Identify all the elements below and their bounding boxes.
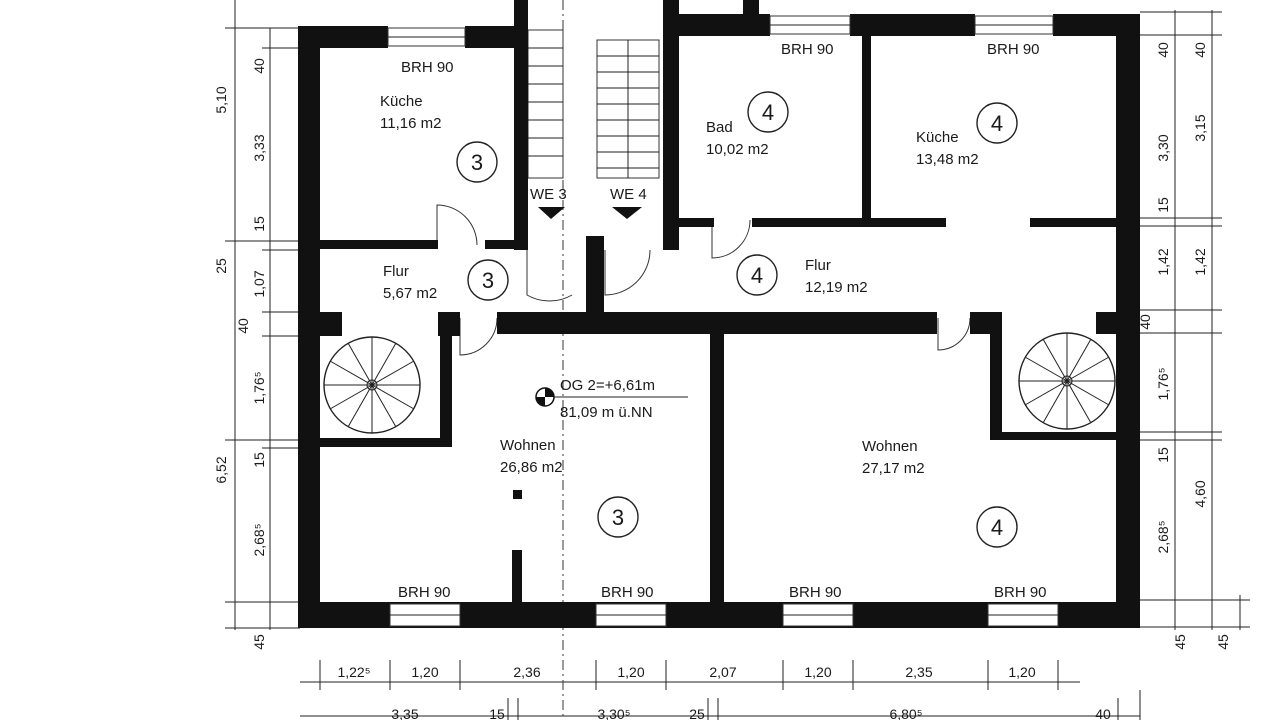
dim-left-inner: 3,33 xyxy=(251,134,267,161)
brh-label-kueche4: BRH 90 xyxy=(987,41,1040,58)
dim-left-inner: 25 xyxy=(213,258,229,274)
room-area-flur4: 12,19 m2 xyxy=(805,279,868,296)
unit-number-wohnen3: 3 xyxy=(612,505,624,530)
dim-left-outer: 5,10 xyxy=(213,86,229,113)
walls xyxy=(298,0,1140,628)
brh-label-wohnen4-left: BRH 90 xyxy=(789,584,842,601)
dim-right-outer: 1,42 xyxy=(1192,248,1208,275)
unit-number-kueche3: 3 xyxy=(471,150,483,175)
dim-bottom-row2: 15 xyxy=(489,706,505,720)
dim-right-outer: 4,60 xyxy=(1192,480,1208,507)
room-area-wohnen4: 27,17 m2 xyxy=(862,460,925,477)
unit-circles xyxy=(456,91,1018,548)
dim-left-outer: 6,52 xyxy=(213,456,229,483)
room-name-bad4: Bad xyxy=(706,119,733,136)
dim-right-inner: 40 xyxy=(1137,314,1153,330)
unit-number-wohnen4: 4 xyxy=(991,515,1003,540)
room-area-flur3: 5,67 m2 xyxy=(383,285,437,302)
dim-left-inner: 1,07 xyxy=(251,270,267,297)
stair-label-we3: WE 3 xyxy=(530,186,567,203)
room-name-kueche3: Küche xyxy=(380,93,423,110)
dim-right-inner: 15 xyxy=(1155,447,1171,463)
brh-label-wohnen3-right: BRH 90 xyxy=(601,584,654,601)
dim-left-inner: 1,76⁵ xyxy=(251,371,267,404)
dim-right-inner: 2,68⁵ xyxy=(1155,520,1171,553)
stair-label-we4: WE 4 xyxy=(610,186,647,203)
dim-right-outer: 3,15 xyxy=(1192,114,1208,141)
unit-number-flur3: 3 xyxy=(482,268,494,293)
room-name-kueche4: Küche xyxy=(916,129,959,146)
dim-bottom: 2,36 xyxy=(513,664,540,680)
dim-bottom-row2: 25 xyxy=(689,706,705,720)
unit-number-bad4: 4 xyxy=(762,100,774,125)
windows xyxy=(387,15,1059,627)
dim-left-inner: 15 xyxy=(251,216,267,232)
dim-left-inner: 2,68⁵ xyxy=(251,523,267,556)
dim-right-inner: 1,76⁵ xyxy=(1155,367,1171,400)
unit-number-flur4: 4 xyxy=(751,263,763,288)
dim-left-inner: 40 xyxy=(251,58,267,74)
brh-label-bad4: BRH 90 xyxy=(781,41,834,58)
level-marker-line1: OG 2=+6,61m xyxy=(560,377,655,394)
central-staircase xyxy=(527,29,660,219)
dim-bottom: 1,20 xyxy=(804,664,831,680)
dimension-lines xyxy=(225,0,1250,720)
spiral-stair-right xyxy=(1018,332,1116,430)
room-area-wohnen3: 26,86 m2 xyxy=(500,459,563,476)
room-name-wohnen3: Wohnen xyxy=(500,437,556,454)
dim-bottom: 1,20 xyxy=(411,664,438,680)
door-swings xyxy=(436,204,971,356)
dim-bottom-row2: 3,35 xyxy=(391,706,418,720)
dim-bottom-row2: 40 xyxy=(1095,706,1111,720)
spiral-stair-left xyxy=(323,336,421,434)
level-marker-symbol xyxy=(535,387,688,407)
dim-bottom: 2,35 xyxy=(905,664,932,680)
room-area-bad4: 10,02 m2 xyxy=(706,141,769,158)
dim-bottom: 1,22⁵ xyxy=(337,664,370,680)
level-marker-line2: 81,09 m ü.NN xyxy=(560,404,653,421)
dim-bottom-row2: 6,80⁵ xyxy=(889,706,922,720)
room-name-flur3: Flur xyxy=(383,263,409,280)
brh-label-wohnen4-right: BRH 90 xyxy=(994,584,1047,601)
dim-right-outer: 40 xyxy=(1192,42,1208,58)
brh-label-wohnen3-left: BRH 90 xyxy=(398,584,451,601)
dim-bottom: 1,20 xyxy=(1008,664,1035,680)
dim-right-inner: 1,42 xyxy=(1155,248,1171,275)
dim-bottom: 2,07 xyxy=(709,664,736,680)
dim-right-inner: 15 xyxy=(1155,197,1171,213)
dims-bottom: 1,22⁵ 1,20 2,36 1,20 2,07 1,20 2,35 1,20… xyxy=(337,664,1111,720)
dim-right-inner: 40 xyxy=(1155,42,1171,58)
dim-right-outer: 45 xyxy=(1215,634,1231,650)
room-name-flur4: Flur xyxy=(805,257,831,274)
dim-bottom-row2: 3,30⁵ xyxy=(597,706,630,720)
dims-left: 5,10 6,52 40 3,33 15 25 1,07 40 1,76⁵ 15… xyxy=(213,58,267,650)
dims-right: 40 3,30 15 1,42 40 1,76⁵ 15 2,68⁵ 45 40 … xyxy=(1137,42,1231,650)
room-name-wohnen4: Wohnen xyxy=(862,438,918,455)
brh-label-kueche3: BRH 90 xyxy=(401,59,454,76)
room-area-kueche4: 13,48 m2 xyxy=(916,151,979,168)
dim-right-inner: 3,30 xyxy=(1155,134,1171,161)
dim-bottom: 1,20 xyxy=(617,664,644,680)
dim-left-inner: 45 xyxy=(251,634,267,650)
room-area-kueche3: 11,16 m2 xyxy=(380,115,441,132)
dim-right-inner: 45 xyxy=(1172,634,1188,650)
dim-left-inner: 40 xyxy=(235,318,251,334)
dim-left-inner: 15 xyxy=(251,452,267,468)
unit-number-kueche4: 4 xyxy=(991,111,1003,136)
